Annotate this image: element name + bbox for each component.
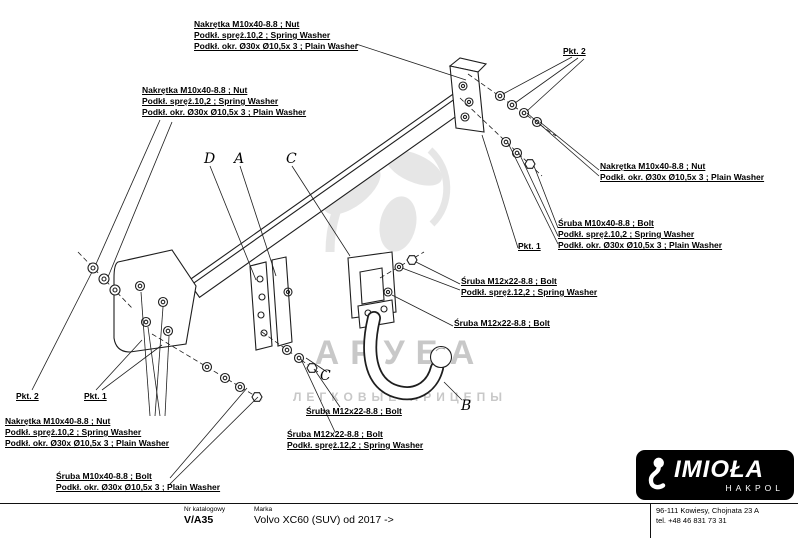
catalog-number-label: Nr katalogowy — [184, 506, 226, 513]
label-bolt-bottom: Śruba M12x22-8.8 ; Bolt — [306, 406, 402, 417]
brand-label: Marka — [254, 506, 273, 513]
label-pkt2-top: Pkt. 2 — [563, 46, 586, 57]
label-bolt-set-right: Śruba M10x40-8.8 ; Bolt Podkł. spręż.10,… — [558, 218, 722, 251]
right-mount-bracket — [448, 57, 488, 133]
manufacturer-address: 96-111 Kowiesy, Chojnata 23 A tel. +48 4… — [656, 506, 759, 525]
fasteners-c-bracket-group — [379, 251, 425, 297]
label-line: Pkt. 1 — [518, 241, 541, 251]
address-line: tel. +48 46 831 73 31 — [656, 515, 727, 525]
label-line: Podkł. spręż.12,2 ; Spring Washer — [287, 440, 424, 450]
label-nut-washer-right: Nakrętka M10x40-8.8 ; Nut Podkł. okr. Ø3… — [600, 161, 764, 183]
catalog-number-value: V/A35 — [184, 514, 214, 526]
fasteners-left-group — [77, 251, 133, 309]
logo-text: IMIOŁA HAKPOL — [674, 456, 784, 494]
label-bolt-spring-mid: Śruba M12x22-8.8 ; Bolt Podkł. spręż.12,… — [461, 276, 597, 298]
vehicle-model-value: Volvo XC60 (SUV) od 2017 -> — [254, 514, 394, 526]
label-line: Nakrętka M10x40-8.8 ; Nut — [142, 85, 248, 95]
label-bolt-spring-bottom: Śruba M12x22-8.8 ; Bolt Podkł. spręż.12,… — [287, 429, 423, 451]
callout-a: A — [234, 151, 245, 167]
label-bolt-washer-bottom-left: Śruba M10x40-8.8 ; Bolt Podkł. okr. Ø30x… — [56, 471, 220, 493]
label-line: Śruba M10x40-8.8 ; Bolt — [558, 218, 654, 228]
label-line: Podkł. okr. Ø30x Ø10,5x 3 ; Plain Washer — [558, 240, 723, 250]
crossbar-beam — [187, 91, 469, 299]
label-line: Śruba M12x22-8.8 ; Bolt — [306, 406, 402, 416]
label-line: Śruba M12x22-8.8 ; Bolt — [461, 276, 557, 286]
fasteners-right-top-group — [467, 73, 557, 137]
label-line: Nakrętka M10x40-8.8 ; Nut — [600, 161, 706, 171]
fasteners-below-plate-group — [151, 333, 263, 402]
hakpol-logo: IMIOŁA HAKPOL — [636, 450, 794, 500]
center-mount-plates — [249, 256, 293, 351]
label-pkt1-bottom: Pkt. 1 — [84, 391, 107, 402]
label-nut-set-upper-left: Nakrętka M10x40-8.8 ; Nut Podkł. spręż.1… — [142, 85, 306, 118]
label-line: Nakrętka M10x40-8.8 ; Nut — [194, 19, 300, 29]
label-line: Śruba M10x40-8.8 ; Bolt — [56, 471, 152, 481]
callout-c-upper: C — [286, 151, 297, 167]
label-line: Podkł. okr. Ø30x Ø10,5x 3 ; Plain Washer — [600, 172, 765, 182]
label-line: Podkł. okr. Ø30x Ø10,5x 3 ; Plain Washer — [142, 107, 307, 117]
label-line: Pkt. 1 — [84, 391, 107, 401]
label-line: Podkł. spręż.12,2 ; Spring Washer — [461, 287, 598, 297]
receiver-housing — [347, 251, 397, 319]
watermark-emblem-graphic — [323, 135, 451, 253]
label-line: Śruba M12x22-8.8 ; Bolt — [454, 318, 550, 328]
label-line: Podkł. spręż.10,2 ; Spring Washer — [5, 427, 142, 437]
label-line: Nakrętka M10x40-8.8 ; Nut — [5, 416, 111, 426]
label-nut-set-bottom-left: Nakrętka M10x40-8.8 ; Nut Podkł. spręż.1… — [5, 416, 169, 449]
label-line: Podkł. spręż.10,2 ; Spring Washer — [142, 96, 279, 106]
left-mount-plate — [113, 249, 197, 353]
footer-vertical-divider — [650, 504, 651, 538]
callout-b: B — [461, 398, 472, 414]
footer-divider — [0, 503, 798, 504]
address-line: 96-111 Kowiesy, Chojnata 23 A — [656, 506, 759, 515]
watermark-subtitle: ЛЕГКОВЫЕ ПРИЦЕПЫ — [292, 390, 508, 404]
callout-c-lower: C — [320, 368, 331, 384]
label-pkt1-right: Pkt. 1 — [518, 241, 541, 252]
label-nut-set-top-center: Nakrętka M10x40-8.8 ; Nut Podkł. spręż.1… — [194, 19, 358, 52]
label-pkt2-bottom: Pkt. 2 — [16, 391, 39, 402]
label-line: Podkł. spręż.10,2 ; Spring Washer — [194, 30, 331, 40]
towhook-icon — [648, 457, 666, 490]
label-line: Podkł. okr. Ø30x Ø10,5x 3 ; Plain Washer — [56, 482, 221, 492]
logo-title: IMIOŁA — [674, 456, 764, 483]
label-line: Pkt. 2 — [16, 391, 39, 401]
label-line: Podkł. spręż.10,2 ; Spring Washer — [558, 229, 695, 239]
callout-d: D — [204, 151, 216, 167]
logo-subtitle: HAKPOL — [725, 483, 784, 493]
label-line: Podkł. okr. Ø30x Ø10,5x 3 ; Plain Washer — [5, 438, 170, 448]
label-bolt-mid: Śruba M12x22-8.8 ; Bolt — [454, 318, 550, 329]
label-line: Podkł. okr. Ø30x Ø10,5x 3 ; Plain Washer — [194, 41, 359, 51]
label-line: Śruba M12x22-8.8 ; Bolt — [287, 429, 383, 439]
label-line: Pkt. 2 — [563, 46, 586, 56]
fasteners-right-mid-group — [459, 97, 543, 177]
